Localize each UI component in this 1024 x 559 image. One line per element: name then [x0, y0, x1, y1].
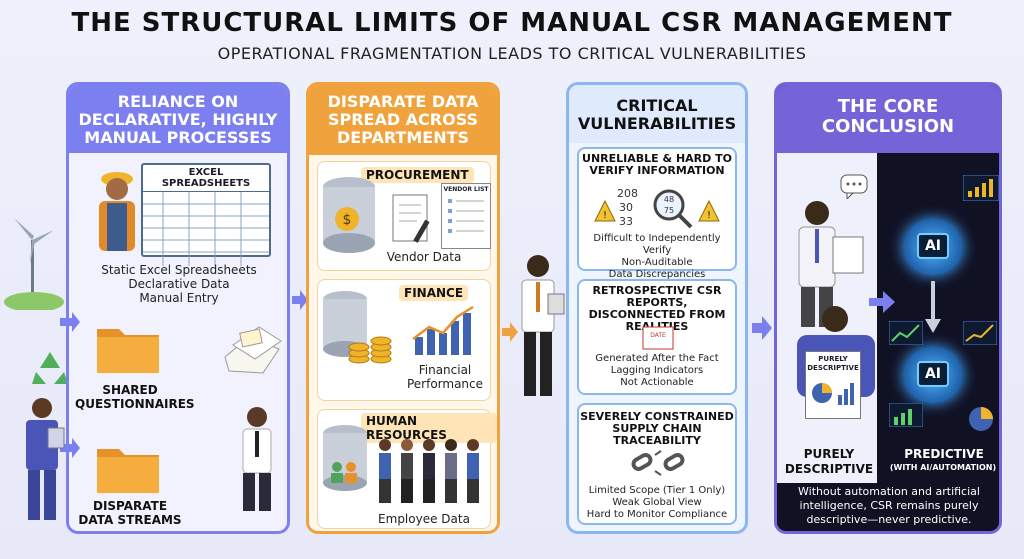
vendor-list-doc: VENDOR LIST: [441, 183, 491, 249]
left-label: PURELY DESCRIPTIVE: [784, 447, 874, 476]
warning-icon-2: [698, 199, 720, 222]
panel-core-conclusion: THE CORE CONCLUSION PURELY DESCRIPTIVE A…: [774, 82, 1002, 534]
vulnerability-3-line-0: Limited Scope (Tier 1 Only): [588, 485, 726, 496]
hr-label: HUMAN RESOURCES: [361, 413, 497, 443]
vulnerability-1-lines: Difficult to Independently Verify Non-Au…: [579, 233, 735, 281]
panel4-heading: THE CORE CONCLUSION: [777, 85, 999, 153]
panel-critical-vulnerabilities: CRITICAL VULNERABILITIES UNRELIABLE & HA…: [566, 82, 748, 534]
worker-icon: [99, 172, 135, 251]
pie-chart-icon: [969, 407, 993, 431]
businessman-icon: [242, 407, 272, 511]
vulnerability-1-head: UNRELIABLE & HARD TO VERIFY INFORMATION: [582, 152, 732, 177]
speech-bubble-icon: [840, 174, 868, 199]
finance-label: FINANCE: [399, 285, 469, 301]
analyst-icon: [521, 255, 565, 396]
database-icon: $: [323, 177, 375, 253]
vulnerability-2-line-2: Not Actionable: [620, 377, 694, 388]
verification-illustration: 208 30 33 ! 48 75 !: [594, 187, 720, 229]
vulnerability-3-line-2: Hard to Monitor Compliance: [586, 509, 728, 520]
recycle-icon: [32, 352, 68, 384]
panel2-heading: DISPARATE DATA SPREAD ACROSS DEPARTMENTS: [309, 85, 497, 155]
report-sheet: [832, 236, 864, 274]
arrow-icon-2: [60, 438, 80, 458]
number-2: 33: [619, 215, 633, 228]
mini-chart-icon-2: [889, 321, 923, 345]
right-label: PREDICTIVE: [904, 447, 984, 461]
svg-text:!: !: [707, 210, 711, 221]
number-0: 208: [617, 187, 638, 200]
wind-turbine-icon: [4, 218, 64, 310]
mini-chart-icon-3: [963, 321, 997, 345]
arrow-p2-p3-icon: [502, 322, 518, 342]
descriptive-sign-text: PURELY DESCRIPTIVE: [807, 355, 859, 372]
panel1-item-2: Manual Entry: [139, 291, 219, 305]
svg-text:!: !: [603, 210, 607, 221]
warning-icon: [594, 199, 616, 222]
employee-data-caption: Employee Data: [378, 512, 470, 526]
page-subtitle: OPERATIONAL FRAGMENTATION LEADS TO CRITI…: [217, 44, 807, 63]
vendor-list-lines: [448, 199, 484, 233]
vulnerability-3-head: SEVERELY CONSTRAINED SUPPLY CHAIN TRACEA…: [580, 410, 734, 447]
vulnerability-3-lines: Limited Scope (Tier 1 Only) Weak Global …: [579, 485, 735, 521]
bar-chart-icon: [412, 305, 474, 355]
panel1-heading: RELIANCE ON DECLARATIVE, HIGHLY MANUAL P…: [69, 85, 287, 153]
vulnerability-2-line-0: Generated After the Fact: [595, 353, 719, 364]
panel-disparate-data: DISPARATE DATA SPREAD ACROSS DEPARTMENTS…: [306, 82, 500, 534]
ai-chip-2: AI: [917, 361, 949, 387]
vulnerability-box-1: UNRELIABLE & HARD TO VERIFY INFORMATION …: [577, 147, 737, 280]
number-1: 30: [619, 201, 633, 214]
vulnerability-box-2: RETROSPECTIVE CSR REPORTS, DISCONNECTED …: [577, 279, 737, 395]
spreadsheet-label: EXCEL SPREADSHEETS: [143, 165, 269, 192]
broken-chain-icon: [631, 450, 685, 476]
financial-performance-caption: Financial Performance: [406, 363, 484, 391]
folder-icon-2: [97, 449, 159, 493]
number-4: 75: [664, 206, 674, 215]
paper-pile-icon: [224, 326, 282, 374]
panel-manual-processes: RELIANCE ON DECLARATIVE, HIGHLY MANUAL P…: [66, 82, 290, 534]
database-people-icon: [323, 425, 367, 491]
report-date: DATE: [650, 332, 666, 339]
signing-doc-icon: [392, 194, 430, 243]
spreadsheet-icon: EXCEL SPREADSHEETS: [141, 163, 271, 266]
sign-chart-icon: [812, 383, 854, 405]
spreadsheet-grid: [143, 192, 269, 266]
number-3: 48: [664, 195, 674, 204]
conclusion-text: Without automation and artificial intell…: [798, 485, 980, 526]
page-title: THE STRUCTURAL LIMITS OF MANUAL CSR MANA…: [71, 8, 953, 38]
vulnerability-1-line-0: Difficult to Independently Verify: [593, 233, 721, 256]
arrow-p3-p4-icon: [752, 316, 772, 340]
vulnerability-2-lines: Generated After the Fact Lagging Indicat…: [579, 353, 735, 389]
arrow-icon: [60, 312, 80, 332]
down-arrow-icon: [925, 281, 941, 333]
vendor-data-caption: Vendor Data: [386, 250, 462, 264]
vendor-list-doc-title: VENDOR LIST: [443, 186, 489, 193]
coins-icon: [323, 291, 392, 364]
folder-icon: [97, 329, 159, 373]
disparate-streams-label: DISPARATE DATA STREAMS: [78, 499, 182, 527]
vulnerability-2-line-1: Lagging Indicators: [610, 365, 704, 376]
mini-chart-icon-4: [889, 403, 923, 427]
vulnerability-1-line-1: Non-Auditable: [621, 257, 693, 268]
arrow-p1-p2-icon: [292, 290, 308, 310]
panel1-list: Static Excel Spreadsheets Declarative Da…: [79, 263, 279, 305]
descriptive-sign: PURELY DESCRIPTIVE: [805, 351, 861, 419]
panel1-item-0: Static Excel Spreadsheets: [101, 263, 257, 277]
right-sub-label: (WITH AI/AUTOMATION): [889, 463, 997, 472]
panel1-item-1: Declarative Data: [128, 277, 230, 291]
panel3-heading: CRITICAL VULNERABILITIES: [569, 85, 745, 143]
procurement-label: PROCUREMENT: [361, 167, 474, 183]
vulnerability-1-line-2: Data Discrepancies: [608, 269, 706, 280]
manager-icon: [26, 398, 65, 520]
vulnerability-box-3: SEVERELY CONSTRAINED SUPPLY CHAIN TRACEA…: [577, 403, 737, 525]
right-arrow-icon: [869, 291, 895, 313]
shared-questionnaires-label: SHARED QUESTIONNAIRES: [75, 383, 195, 411]
mini-chart-icon: [963, 175, 999, 201]
ai-chip-1: AI: [917, 233, 949, 259]
magnifier-icon: [653, 189, 685, 221]
vulnerability-3-line-1: Weak Global View: [612, 497, 702, 508]
svg-text:$: $: [343, 212, 352, 228]
report-icon: DATE: [642, 326, 674, 350]
employees-icon: [379, 439, 479, 503]
